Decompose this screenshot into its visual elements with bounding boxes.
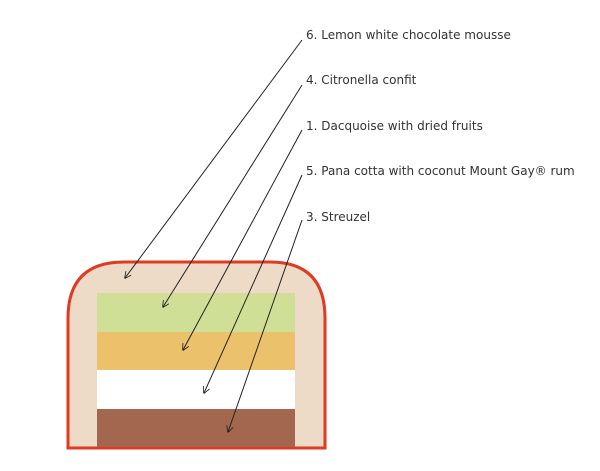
arrow-dacquoise [183,129,303,350]
arrow-streuzel [228,219,303,432]
label-confit: 4. Citronella confit [306,73,417,87]
label-panacotta: 5. Pana cotta with coconut Mount Gay® ru… [306,164,575,178]
label-streuzel: 3. Streuzel [306,210,371,224]
streuzel-layer [97,409,295,447]
label-mousse: 6. Lemon white chocolate mousse [306,28,511,42]
arrow-panacotta [204,174,303,393]
panacotta-layer [97,370,295,409]
dacquoise-layer [97,332,295,370]
arrow-mousse [125,39,303,278]
arrow-confit [163,84,303,307]
label-dacquoise: 1. Dacquoise with dried fruits [306,119,483,133]
